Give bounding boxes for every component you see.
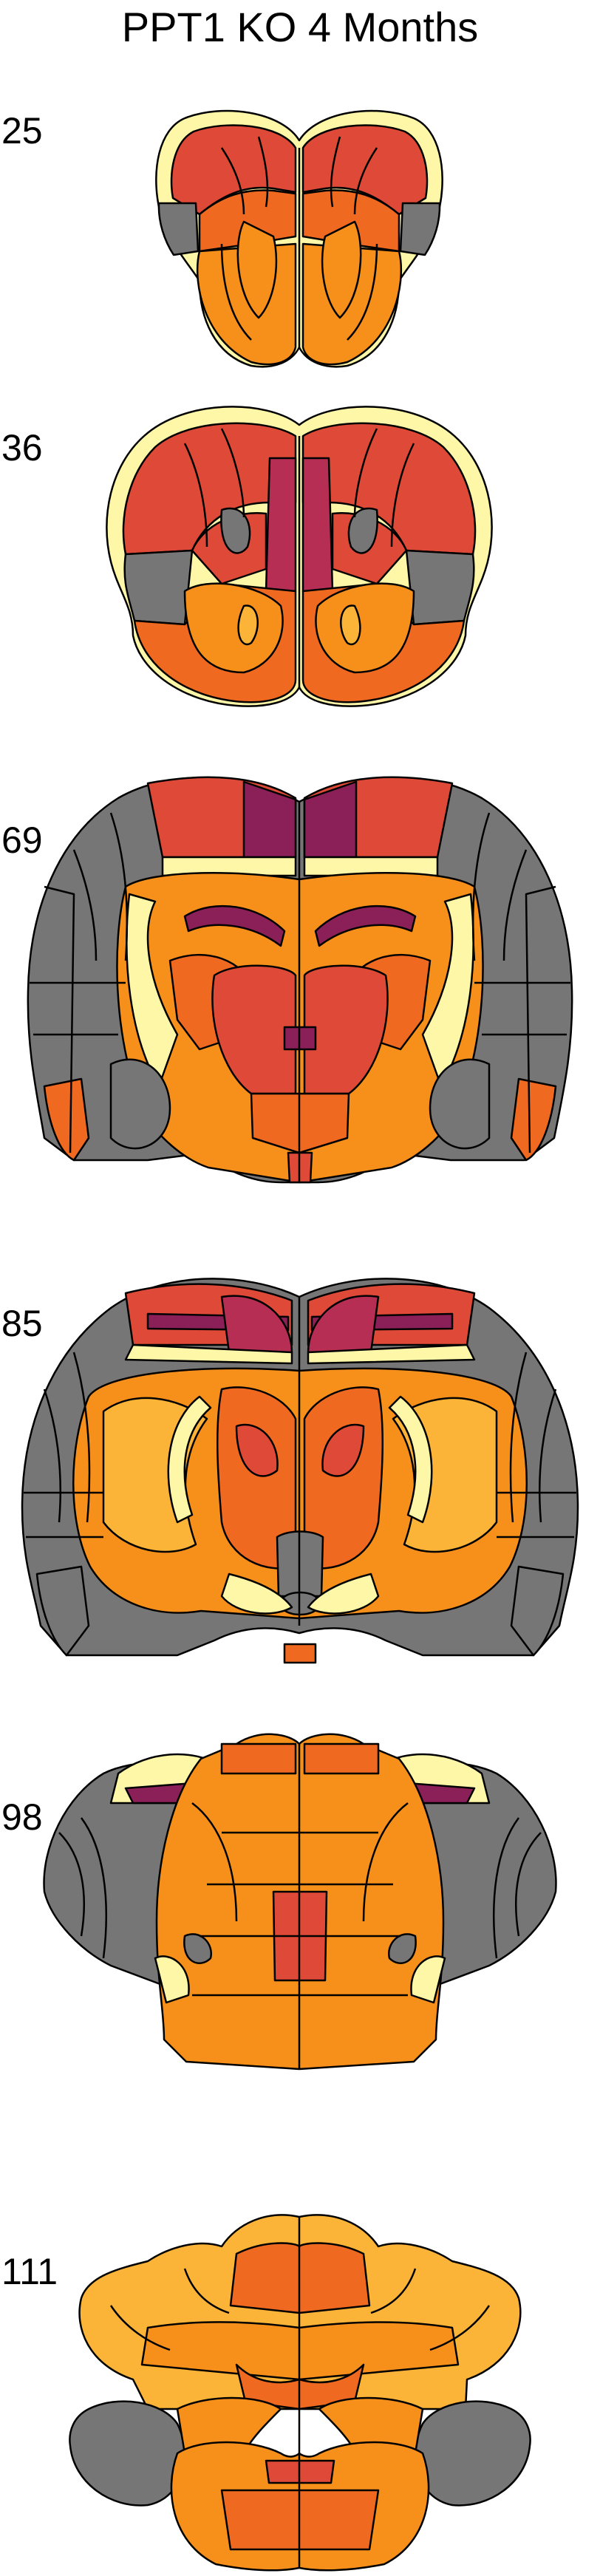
section-label-36: 36 (1, 427, 43, 468)
section-label-69: 69 (1, 820, 43, 861)
brain-section-36 (106, 406, 493, 707)
section-label-85: 85 (1, 1303, 43, 1344)
brain-section-98 (43, 1733, 557, 2071)
section-label-25: 25 (1, 110, 43, 151)
brain-section-25 (155, 109, 443, 368)
brain-section-85 (21, 1278, 579, 1664)
brain-section-69 (27, 776, 573, 1184)
figure-title: PPT1 KO 4 Months (121, 4, 479, 50)
section-label-111: 111 (1, 2251, 58, 2292)
section-label-98: 98 (1, 1796, 43, 1838)
brain-section-111 (69, 2214, 531, 2572)
